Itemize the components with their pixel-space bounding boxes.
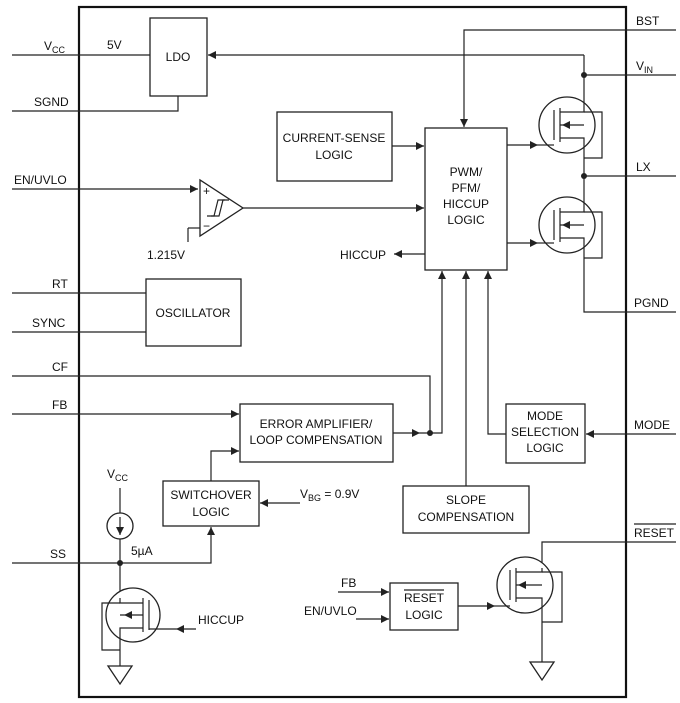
- ldo-block: LDO: [149, 17, 208, 97]
- pwm-label-2: PFM/: [452, 181, 481, 195]
- ldo-label: LDO: [166, 50, 191, 64]
- ic-frame: [77, 5, 628, 699]
- current-sense-label-1: CURRENT-SENSE: [283, 131, 386, 145]
- mode-sel-label-1: MODE: [527, 409, 563, 423]
- slope-compensation-block: SLOPE COMPENSATION: [402, 485, 530, 534]
- pin-vin: VIN: [208, 51, 676, 78]
- pin-cf: CF: [12, 360, 431, 433]
- svg-text:VIN: VIN: [636, 59, 653, 75]
- svg-text:RT: RT: [52, 277, 68, 291]
- current-sense-to-pwm: [392, 142, 424, 150]
- pwm-label-3: HICCUP: [443, 197, 489, 211]
- svg-text:HICCUP: HICCUP: [198, 613, 244, 627]
- svg-text:PGND: PGND: [634, 296, 669, 310]
- mode-sel-label-3: LOGIC: [526, 441, 564, 455]
- svg-text:HICCUP: HICCUP: [340, 248, 386, 262]
- svg-text:SGND: SGND: [34, 95, 69, 109]
- reset-logic-block: RESET LOGIC: [389, 582, 459, 631]
- svg-text:LX: LX: [636, 160, 651, 174]
- reset-logic-label-2: LOGIC: [405, 608, 443, 622]
- pin-ss: SS: [12, 547, 120, 564]
- svg-text:VBG = 0.9V: VBG = 0.9V: [300, 487, 359, 503]
- mode-to-pwm: [484, 271, 506, 435]
- ss-discharge-mosfet: HICCUP: [101, 563, 244, 686]
- switchover-block: SWITCHOVER LOGIC: [162, 480, 260, 527]
- pin-mode: MODE: [586, 418, 676, 438]
- pin-lx: LX: [581, 160, 676, 179]
- pin-pgnd: PGND: [583, 270, 676, 313]
- current-sense-label-2: LOGIC: [315, 148, 353, 162]
- error-amp-label-1: ERROR AMPLIFIER/: [260, 417, 373, 431]
- oscillator-block: OSCILLATOR: [145, 278, 242, 347]
- pin-sync: SYNC: [12, 316, 146, 333]
- oscillator-label: OSCILLATOR: [156, 306, 231, 320]
- pwm-logic-block: PWM/ PFM/ HICCUP LOGIC: [424, 127, 508, 271]
- error-amp-label-2: LOOP COMPENSATION: [250, 433, 383, 447]
- svg-text:−: −: [203, 219, 210, 233]
- reset-inputs: FB EN/UVLO: [304, 576, 495, 623]
- svg-text:+: +: [203, 184, 210, 198]
- uvlo-comparator: + − 1.215V: [147, 178, 424, 262]
- pwm-label-1: PWM/: [450, 165, 483, 179]
- error-amplifier-block: ERROR AMPLIFIER/ LOOP COMPENSATION: [239, 403, 394, 463]
- mode-sel-label-2: SELECTION: [511, 425, 579, 439]
- svg-text:SS: SS: [50, 547, 66, 561]
- svg-text:VCC: VCC: [107, 467, 129, 483]
- slope-label-2: COMPENSATION: [418, 510, 514, 524]
- svg-text:MODE: MODE: [634, 418, 670, 432]
- low-side-mosfet: [507, 176, 603, 270]
- pin-en-uvlo: EN/UVLO: [12, 173, 198, 193]
- reset-logic-label-1: RESET: [404, 591, 445, 605]
- svg-text:VCC: VCC: [44, 39, 66, 55]
- pin-rt: RT: [12, 277, 146, 294]
- svg-text:FB: FB: [341, 576, 356, 590]
- five-v-label: 5V: [107, 38, 122, 52]
- svg-text:BST: BST: [636, 14, 660, 28]
- ss-current-source: VCC 5µA: [106, 467, 215, 566]
- pin-fb: FB: [12, 398, 239, 418]
- high-side-mosfet: [507, 75, 603, 176]
- svg-text:RESET: RESET: [634, 526, 675, 540]
- vbg-reference: VBG = 0.9V: [260, 487, 359, 507]
- pin-reset: RESET: [541, 523, 676, 568]
- svg-text:EN/UVLO: EN/UVLO: [304, 604, 357, 618]
- hiccup-output: HICCUP: [340, 248, 425, 262]
- svg-text:EN/UVLO: EN/UVLO: [14, 173, 67, 187]
- pin-sgnd: SGND: [12, 95, 179, 112]
- mode-selection-block: MODE SELECTION LOGIC: [505, 403, 586, 464]
- slope-label-1: SLOPE: [446, 493, 486, 507]
- error-amp-to-pwm: [393, 271, 446, 437]
- switchover-to-error-amp: [210, 447, 239, 481]
- switchover-label-1: SWITCHOVER: [170, 488, 252, 502]
- slope-to-pwm: [462, 271, 470, 486]
- svg-text:SYNC: SYNC: [32, 316, 66, 330]
- pwm-label-4: LOGIC: [447, 213, 485, 227]
- pin-bst: BST: [460, 14, 676, 127]
- svg-text:CF: CF: [52, 360, 68, 374]
- switchover-label-2: LOGIC: [192, 505, 230, 519]
- ref-1215v-label: 1.215V: [147, 248, 185, 262]
- current-sense-block: CURRENT-SENSE LOGIC: [276, 111, 393, 182]
- reset-mosfet: [495, 556, 563, 682]
- pin-vcc: VCC 5V: [12, 38, 150, 56]
- five-ua-label: 5µA: [131, 544, 153, 558]
- svg-text:FB: FB: [52, 398, 67, 412]
